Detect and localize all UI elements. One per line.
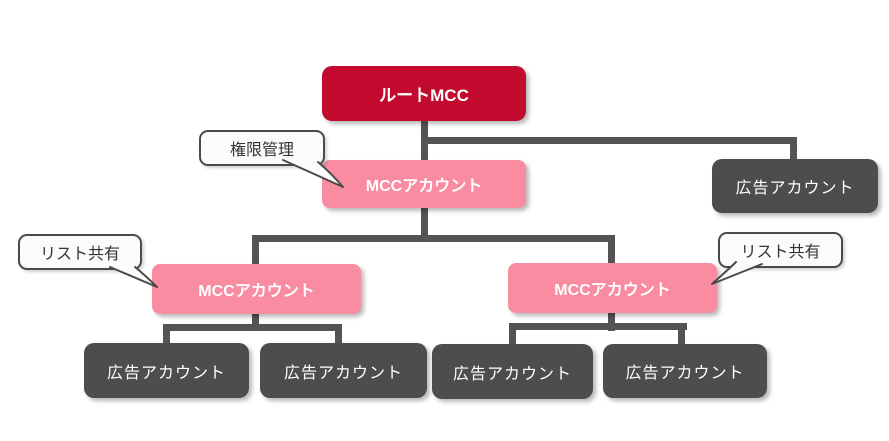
connector-l3left-stub bbox=[252, 306, 259, 331]
connector-ad1-down bbox=[163, 324, 170, 348]
connector-top-horizontal bbox=[421, 137, 797, 144]
callout-list-share-right-tail bbox=[711, 261, 763, 285]
node-ad-account-1: 広告アカウント bbox=[84, 343, 249, 398]
connector-left-horizontal bbox=[163, 324, 342, 331]
node-mcc-level3-left: MCCアカウント bbox=[152, 264, 361, 314]
connector-mid-horizontal bbox=[252, 235, 615, 242]
node-ad-account-2: 広告アカウント bbox=[260, 343, 427, 398]
callout-list-share-left-label: リスト共有 bbox=[39, 246, 120, 263]
node-mcc-level3-right: MCCアカウント bbox=[508, 263, 717, 313]
callout-permission-tail bbox=[282, 159, 344, 188]
callout-list-share-left-tail bbox=[109, 266, 158, 288]
connector-ad2-down bbox=[335, 324, 342, 348]
callout-list-share-right: リスト共有 bbox=[718, 232, 843, 268]
callout-permission: 権限管理 bbox=[199, 130, 325, 166]
connector-l3right-down bbox=[608, 235, 615, 268]
node-ad-account-3: 広告アカウント bbox=[432, 344, 593, 399]
callout-list-share-right-label: リスト共有 bbox=[740, 244, 821, 261]
callout-permission-label: 権限管理 bbox=[229, 142, 294, 159]
connector-l2-down bbox=[421, 200, 428, 242]
node-ad-account-top: 広告アカウント bbox=[712, 159, 878, 213]
callout-list-share-left: リスト共有 bbox=[18, 234, 142, 270]
connector-l3right-stub bbox=[608, 306, 615, 331]
node-mcc-level2: MCCアカウント bbox=[322, 160, 526, 208]
node-root-mcc: ルートMCC bbox=[322, 66, 526, 121]
connector-ad3-down bbox=[509, 323, 516, 349]
connector-ad4-down bbox=[678, 323, 685, 349]
connector-adtop-down bbox=[790, 137, 797, 164]
node-ad-account-4: 広告アカウント bbox=[603, 344, 767, 398]
connector-right-horizontal bbox=[509, 323, 687, 330]
connector-l3left-down bbox=[252, 235, 259, 268]
